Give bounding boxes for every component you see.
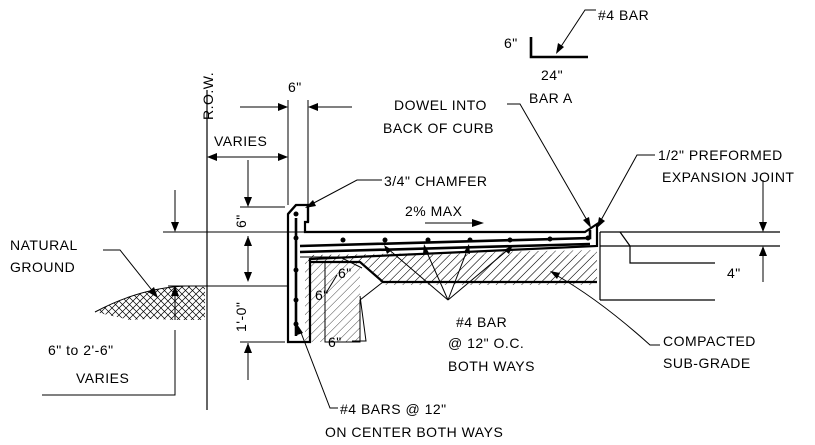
dowel-label-1: DOWEL INTO	[394, 97, 487, 113]
bottom-bars-label-1: #4 BARS @ 12"	[340, 401, 447, 417]
haunch-label-c: 6"	[328, 334, 342, 350]
natural-ground-label-1: NATURAL	[10, 237, 78, 253]
dowel-callout: DOWEL INTO BACK OF CURB	[383, 97, 591, 228]
pavement-thickness-dimension: 4"	[727, 180, 767, 282]
bar-a-leader	[559, 9, 596, 49]
bar-a-name: BAR A	[529, 90, 573, 106]
slope-indicator: 2% MAX	[405, 203, 484, 227]
curb-depth-label: 1'-0"	[233, 302, 249, 332]
curb-height-dimensions: 6" 1'-0"	[233, 160, 285, 380]
curb-width-dimension: 6"	[240, 79, 352, 205]
subgrade-callout: COMPACTED SUB-GRADE	[550, 271, 756, 371]
embedment-label-2: VARIES	[76, 370, 129, 386]
expansion-joint-callout: 1/2" PREFORMED EXPANSION JOINT	[597, 147, 794, 228]
chamfer-label: 3/4" CHAMFER	[384, 173, 488, 189]
curb-width-label: 6"	[288, 79, 302, 95]
row-label: R.O.W.	[200, 72, 216, 120]
varies-dimension: VARIES	[207, 133, 288, 161]
rebar-label-2: @ 12" O.C.	[448, 335, 524, 351]
subgrade-label-2: SUB-GRADE	[663, 355, 751, 371]
grade-lines	[163, 231, 780, 301]
bar-a-callout: #4 BAR	[598, 7, 649, 23]
dowel-label-2: BACK OF CURB	[383, 120, 494, 136]
bottom-bars-callout: #4 BARS @ 12" ON CENTER BOTH WAYS	[297, 324, 503, 440]
subgrade-label-1: COMPACTED	[663, 333, 756, 349]
natural-ground-label-2: GROUND	[10, 259, 75, 275]
varies-label: VARIES	[214, 133, 267, 149]
haunch-label-b: 6"	[315, 287, 329, 303]
natural-ground: NATURAL GROUND	[10, 237, 288, 320]
bar-a-length-dim: 24"	[541, 67, 563, 83]
rebar-callout: #4 BAR @ 12" O.C. BOTH WAYS	[384, 244, 535, 374]
curb-reveal-label: 6"	[233, 214, 249, 228]
pavement-thickness-label: 4"	[727, 265, 741, 281]
rebar-label-1: #4 BAR	[456, 314, 507, 330]
slope-label: 2% MAX	[405, 203, 463, 219]
rebar-label-3: BOTH WAYS	[448, 358, 535, 374]
embedment-label-1: 6" to 2'-6"	[48, 342, 114, 358]
bar-a-shape	[529, 37, 588, 59]
expansion-label-2: EXPANSION JOINT	[662, 169, 794, 185]
concrete-curb-and-walk	[286, 203, 599, 344]
expansion-label-1: 1/2" PREFORMED	[658, 147, 783, 163]
row-line: R.O.W.	[200, 72, 216, 410]
haunch-label-a: 6"	[338, 265, 352, 281]
bottom-bars-label-2: ON CENTER BOTH WAYS	[325, 424, 503, 440]
bar-a-detail: #4 BAR 6" 24" BAR A	[504, 7, 649, 106]
rebar-dots	[293, 211, 591, 327]
haunch-dimensions: 6" 6" 6"	[315, 265, 367, 350]
chamfer-callout: 3/4" CHAMFER	[305, 173, 488, 208]
bar-a-leg-dim: 6"	[504, 35, 518, 51]
